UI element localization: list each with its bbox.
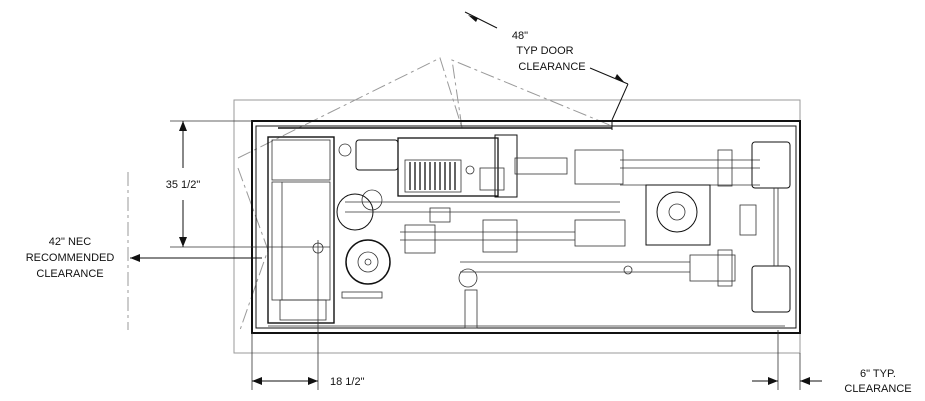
piping bbox=[400, 149, 760, 329]
door-clearance-dimension bbox=[464, 11, 629, 121]
nec-label-3: CLEARANCE bbox=[36, 268, 103, 280]
offset-value: 18 1/2" bbox=[330, 376, 365, 388]
side-clearance-dimension bbox=[752, 330, 822, 390]
door-clearance-value: 48" bbox=[512, 30, 528, 42]
nec-label-1: 42" NEC bbox=[49, 236, 91, 248]
side-clearance-label-2: CLEARANCE bbox=[844, 383, 911, 395]
control-cabinet bbox=[267, 136, 335, 324]
door-swing-lines bbox=[237, 57, 613, 331]
skid-frame bbox=[251, 120, 801, 334]
pump-left bbox=[336, 143, 391, 299]
nec-clearance-dimension bbox=[127, 172, 262, 330]
door-clearance-label-1: TYP DOOR bbox=[516, 45, 573, 57]
height-value: 35 1/2" bbox=[166, 179, 201, 191]
side-clearance-label-1: 6" TYP. bbox=[860, 368, 896, 380]
nec-label-2: RECOMMENDED bbox=[26, 252, 115, 264]
height-dimension bbox=[170, 120, 330, 248]
door-clearance-label-2: CLEARANCE bbox=[518, 61, 585, 73]
pump-right bbox=[404, 141, 791, 313]
offset-dimension bbox=[251, 240, 319, 390]
motor-assembly bbox=[345, 134, 620, 223]
